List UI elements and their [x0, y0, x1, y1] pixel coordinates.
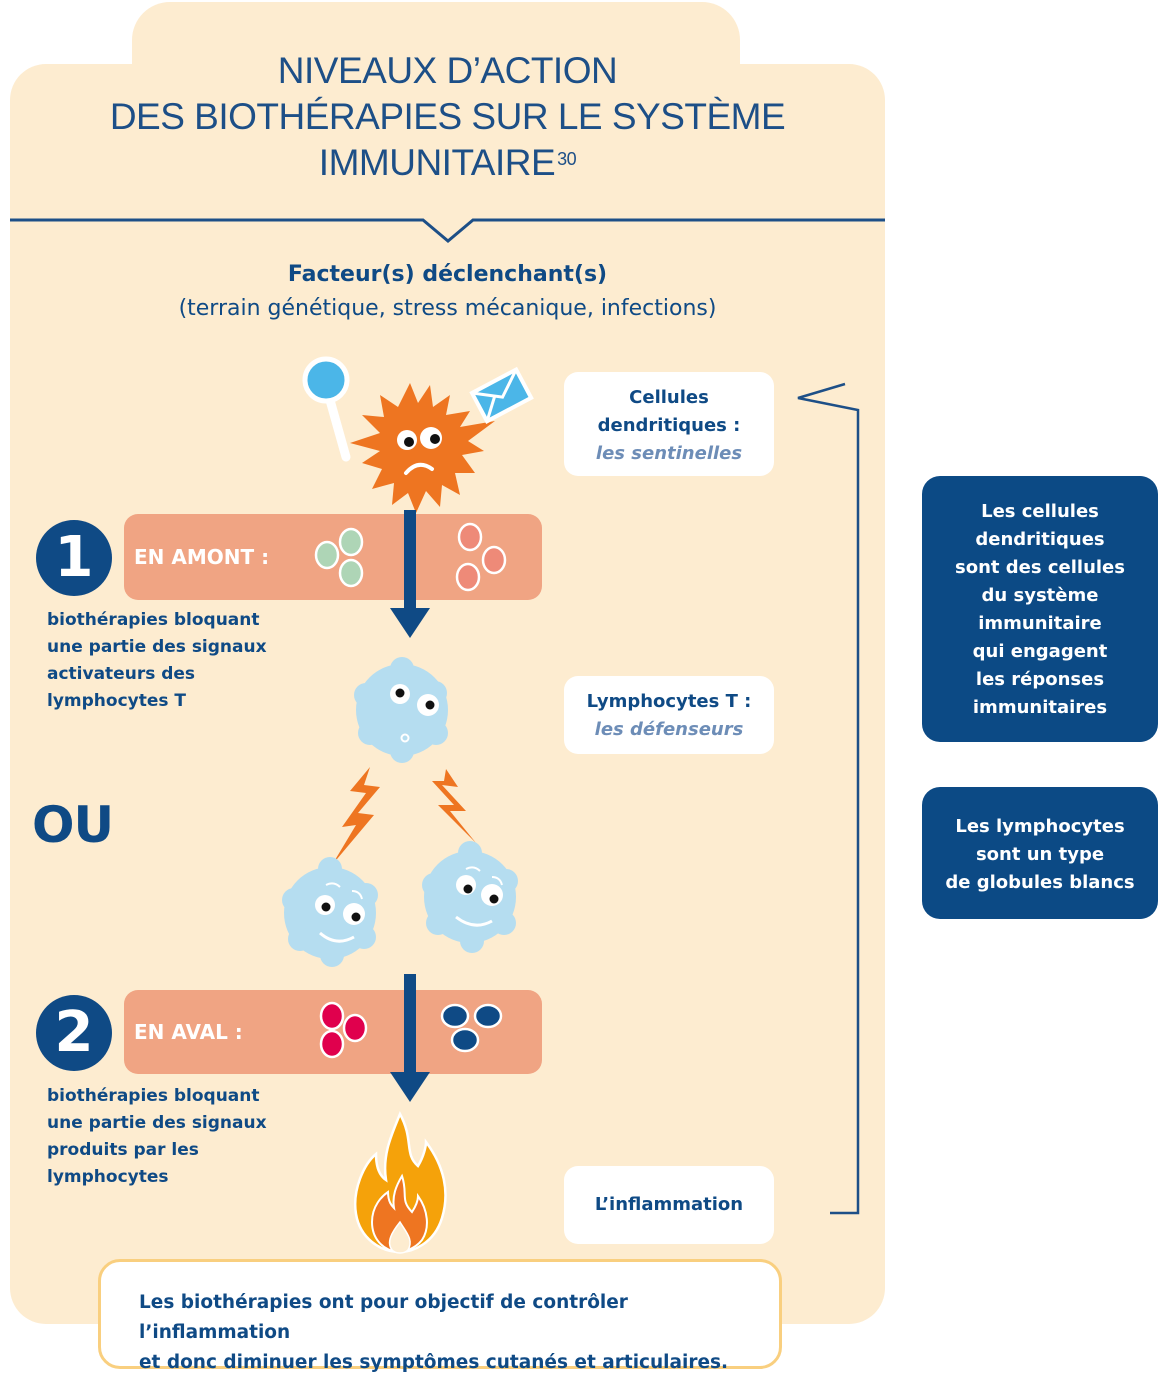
info-dendritic-line: du système	[981, 585, 1099, 606]
level-number-2: 2	[36, 995, 112, 1071]
flame-icon	[353, 1111, 447, 1254]
upstream-desc-line: une partie des signaux	[47, 637, 267, 657]
info-dendritic-line: sont des cellules	[955, 557, 1125, 578]
title-line-2: DES BIOTHÉRAPIES SUR LE SYSTÈME	[109, 96, 786, 137]
dendritic-cell-illustration	[302, 356, 534, 513]
upstream-description: biothérapies bloquant une partie des sig…	[47, 607, 297, 715]
conclusion-line-2: et donc diminuer les symptômes cutanés e…	[139, 1352, 729, 1373]
conclusion-line-1: Les biothérapies ont pour objectif de co…	[139, 1292, 628, 1343]
downstream-signals	[319, 1001, 503, 1059]
signal-group-red	[319, 1001, 368, 1059]
label-dendritic-cells: Cellules dendritiques : les sentinelles	[564, 372, 774, 476]
lymphocyte-icon	[354, 657, 448, 763]
upstream-label: EN AMONT :	[134, 545, 270, 569]
upstream-desc-line: activateurs des	[47, 664, 196, 684]
upstream-desc-line: biothérapies bloquant	[47, 610, 260, 630]
info-dendritic-line: qui engagent	[972, 641, 1108, 662]
title-line-1: NIVEAUX D’ACTION	[277, 50, 618, 91]
envelope-icon	[469, 366, 534, 424]
info-dendritic-line: immunitaire	[978, 613, 1102, 634]
label-inflammation: L’inflammation	[564, 1166, 774, 1244]
info-dendritic-line: dendritiques	[975, 529, 1105, 550]
trigger-subtitle: (terrain génétique, stress mécanique, in…	[178, 296, 717, 321]
signal-group-green	[314, 527, 364, 588]
trigger-title: Facteur(s) déclenchant(s)	[287, 262, 608, 287]
upstream-signals	[314, 522, 507, 592]
info-box-lymphocytes: Les lymphocytes sont un type de globules…	[922, 787, 1158, 919]
label-lymphocytes-line1: Lymphocytes T :	[586, 691, 752, 712]
downstream-desc-line: lymphocytes	[47, 1167, 169, 1187]
info-dendritic-line: immunitaires	[972, 697, 1108, 718]
title-divider	[10, 218, 885, 243]
downstream-label: EN AVAL :	[134, 1020, 243, 1044]
arrow-down-icon	[390, 510, 430, 638]
signal-group-navy	[440, 1003, 503, 1053]
lymphocyte-icon	[422, 841, 518, 953]
label-lymphocytes: Lymphocytes T : les défenseurs	[564, 676, 774, 754]
title-line-3: IMMUNITAIRE	[318, 142, 556, 183]
lymphocyte-icon	[282, 857, 378, 967]
arrow-down-icon	[390, 974, 430, 1102]
lightning-icon	[332, 767, 380, 865]
info-lymphocyte-line: sont un type	[975, 844, 1105, 865]
signal-group-salmon	[455, 522, 507, 592]
info-dendritic-line: les réponses	[975, 669, 1105, 690]
info-dendritic-line: Les cellules	[981, 501, 1099, 522]
info-box-dendritic-cells: Les cellules dendritiques sont des cellu…	[922, 476, 1158, 742]
info-lymphocyte-line: de globules blancs	[945, 872, 1135, 893]
upstream-desc-line: lymphocytes T	[47, 691, 187, 711]
page-title: NIVEAUX D’ACTION DES BIOTHÉRAPIES SUR LE…	[10, 48, 885, 186]
info-lymphocyte-line: Les lymphocytes	[955, 816, 1125, 837]
bracket-arrow-icon	[797, 382, 860, 1215]
lightning-icon	[432, 769, 476, 843]
downstream-desc-line: biothérapies bloquant	[47, 1086, 260, 1106]
title-reference: 30	[557, 149, 577, 169]
magnifier-icon	[302, 356, 351, 462]
label-dendritic-line1: Cellules	[629, 387, 709, 408]
label-lymphocytes-italic: les défenseurs	[594, 719, 744, 740]
or-label: OU	[32, 796, 114, 854]
label-dendritic-italic: les sentinelles	[595, 443, 743, 464]
downstream-description: biothérapies bloquant une partie des sig…	[47, 1083, 297, 1191]
conclusion-box: Les biothérapies ont pour objectif de co…	[98, 1259, 782, 1373]
downstream-desc-line: produits par les	[47, 1140, 199, 1160]
lymphocyte-illustration	[282, 657, 518, 967]
downstream-desc-line: une partie des signaux	[47, 1113, 267, 1133]
label-dendritic-line2: dendritiques :	[597, 415, 741, 436]
level-number-1: 1	[36, 520, 112, 596]
dendritic-cell-icon	[350, 383, 495, 513]
